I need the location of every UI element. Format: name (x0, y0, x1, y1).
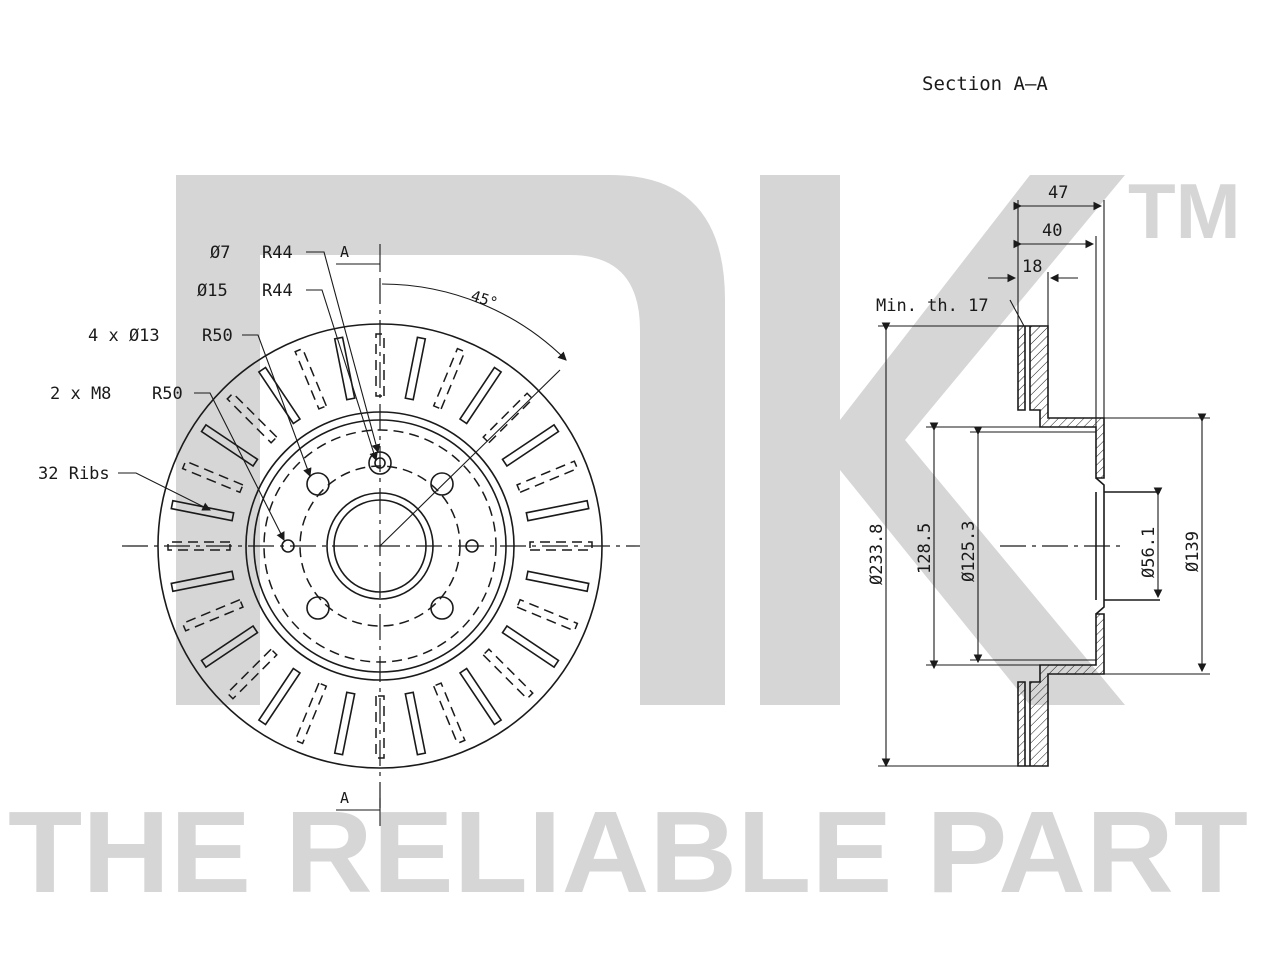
dim-56: Ø56.1 (1139, 527, 1159, 578)
section-view: Ø233.8 128.5 Ø125.3 Ø56.1 Ø139 47 40 18 … (867, 183, 1210, 768)
logo-n-shape (176, 175, 725, 705)
logo-k-shape (760, 175, 1125, 705)
rib-slot (404, 336, 427, 401)
rib-slot (257, 667, 302, 726)
rib-slot (529, 541, 593, 551)
rib-slot (257, 366, 302, 425)
rib-slot (432, 682, 466, 745)
rib-slot (333, 691, 356, 756)
dim-47: 47 (1048, 183, 1068, 203)
bolt-hole (430, 596, 454, 620)
rib-slot (501, 423, 560, 468)
rib-slot (170, 570, 235, 593)
label-min-thickness: Min. th. 17 (876, 296, 989, 316)
label-r44-a: R44 (262, 243, 293, 263)
label-d7: Ø7 (210, 243, 230, 263)
label-ribs: 32 Ribs (38, 464, 110, 484)
rib-slot (294, 347, 328, 410)
dim-18: 18 (1022, 257, 1042, 277)
rib-slot (482, 392, 534, 444)
rib-slot (458, 667, 503, 726)
label-threads: 2 x M8 (50, 384, 111, 404)
rib-slot (226, 392, 278, 444)
thread-hole (465, 539, 479, 553)
section-marker-top: A (340, 243, 349, 261)
rib-slot (432, 347, 466, 410)
tagline-watermark: THE RELIABLE PART (8, 787, 1248, 917)
label-d15: Ø15 (197, 281, 228, 301)
front-view: 45° A A Ø7 R44 Ø15 R44 4 x Ø13 R50 2 x M… (38, 243, 640, 826)
label-r50-a: R50 (202, 326, 233, 346)
cooling-ribs (167, 333, 593, 759)
dim-40: 40 (1042, 221, 1062, 241)
section-marker-bottom: A (340, 789, 349, 807)
rib-slot (501, 624, 560, 669)
dim-125: Ø125.3 (959, 521, 979, 582)
rib-slot (516, 460, 579, 494)
rib-slot (333, 336, 356, 401)
rib-slot (404, 691, 427, 756)
dim-139: Ø139 (1183, 531, 1203, 572)
thread-hole (281, 539, 295, 553)
dim-outer-diameter: Ø233.8 (867, 524, 887, 585)
rib-slot (170, 499, 235, 522)
label-bolt-holes: 4 x Ø13 (88, 326, 160, 346)
rib-slot (181, 598, 244, 632)
rib-slot (375, 333, 385, 397)
rib-slot (516, 598, 579, 632)
bolt-hole (306, 472, 330, 496)
label-r44-b: R44 (262, 281, 293, 301)
watermark: TM THE RELIABLE PART (8, 167, 1248, 917)
rib-slot (200, 624, 259, 669)
rib-slot (375, 695, 385, 759)
rib-slot (482, 648, 534, 700)
rib-slot (200, 423, 259, 468)
trademark-mark: TM (1128, 167, 1241, 255)
bolt-hole (306, 596, 330, 620)
label-r50-b: R50 (152, 384, 183, 404)
rib-slot (226, 648, 278, 700)
angle-label: 45° (469, 287, 500, 312)
section-title: Section A–A (922, 73, 1048, 95)
rib-slot (167, 541, 231, 551)
bolt-hole (430, 472, 454, 496)
disc-section-upper (1017, 325, 1105, 479)
rib-slot (181, 460, 244, 494)
pin-hole-inner (374, 457, 386, 469)
dim-128: 128.5 (915, 523, 935, 574)
rib-slot (525, 499, 590, 522)
rib-slot (458, 366, 503, 425)
rib-slot (525, 570, 590, 593)
rib-slot (294, 682, 328, 745)
